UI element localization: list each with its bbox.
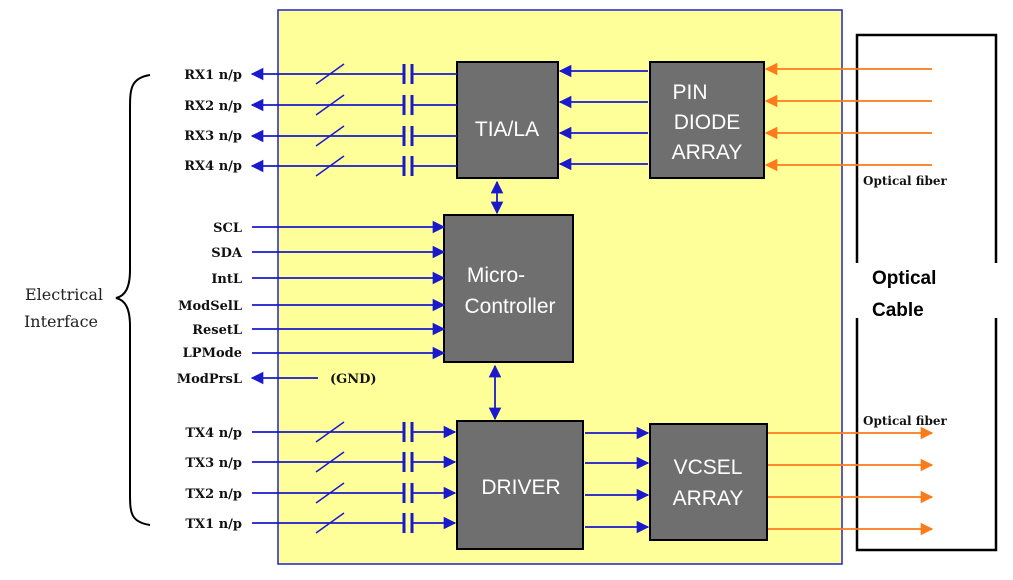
modprsl-label: ModPrsL <box>177 372 242 387</box>
rx-bus-slash-1 <box>315 63 345 85</box>
tx-bus-slash-1 <box>315 421 345 443</box>
driver-block <box>456 420 584 550</box>
sda-label: SDA <box>211 246 243 261</box>
micro-controller-block <box>443 214 574 363</box>
controller-label: Controller <box>464 295 555 318</box>
tia-la-label: TIA/LA <box>475 118 539 141</box>
tia-la-block <box>456 61 559 179</box>
pin-diode-array-block <box>649 61 765 179</box>
resetl-label: ResetL <box>192 323 242 338</box>
vcsel-array-block <box>649 423 768 541</box>
tx-bus-slash-4 <box>315 512 345 534</box>
lpmode-label: LPMode <box>183 346 242 361</box>
vcsel-array-label: ARRAY <box>673 487 744 510</box>
rx1-label: RX1 n/p <box>184 68 242 83</box>
rx4-label: RX4 n/p <box>184 159 242 174</box>
tx3-label: TX3 n/p <box>185 456 242 471</box>
tx-optical-fiber-label: Optical fiber <box>863 414 948 428</box>
interface-label: Interface <box>24 312 98 331</box>
tx2-label: TX2 n/p <box>185 487 242 502</box>
optical-cable-label-1: Optical <box>872 268 936 289</box>
tx1-label: TX1 n/p <box>185 517 242 532</box>
optical-cable-label-2: Cable <box>872 300 924 321</box>
gnd-label: (GND) <box>330 372 377 387</box>
rx-bus-slash-4 <box>315 155 345 177</box>
micro-label: Micro- <box>467 264 525 287</box>
tx-bus-slash-2 <box>315 451 345 473</box>
array-label: ARRAY <box>672 141 743 164</box>
rx-bus-slash-3 <box>315 125 345 147</box>
pin-label: PIN <box>672 81 707 104</box>
rx-optical-fiber-label: Optical fiber <box>863 174 948 188</box>
diode-label: DIODE <box>674 111 741 134</box>
modsell-label: ModSelL <box>178 299 242 314</box>
tx4-label: TX4 n/p <box>185 426 242 441</box>
vcsel-label: VCSEL <box>674 456 743 479</box>
optical-cable-outline <box>855 33 998 552</box>
driver-label: DRIVER <box>481 476 560 499</box>
intl-label: IntL <box>211 272 242 287</box>
tx-bus-slash-3 <box>315 482 345 504</box>
rx-bus-slash-2 <box>315 94 345 116</box>
rx3-label: RX3 n/p <box>184 129 242 144</box>
signal-wires <box>250 62 934 536</box>
electrical-label: Electrical <box>25 285 103 304</box>
rx2-label: RX2 n/p <box>184 99 242 114</box>
electrical-interface-brace <box>115 74 151 526</box>
scl-label: SCL <box>213 221 242 236</box>
